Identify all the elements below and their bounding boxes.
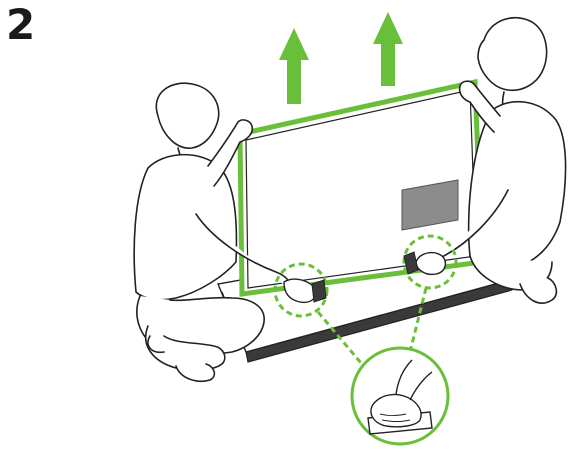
step-number: 2 [6, 0, 36, 49]
hand-grip-callout-icon [350, 346, 450, 446]
right-grip-highlight [402, 234, 458, 290]
left-person [133, 82, 291, 382]
right-person [425, 16, 567, 304]
lift-arrow-right-icon [373, 12, 403, 86]
callout-connectors [316, 287, 428, 377]
left-grip-highlight [273, 262, 329, 318]
lift-arrow-left-icon [279, 28, 309, 104]
